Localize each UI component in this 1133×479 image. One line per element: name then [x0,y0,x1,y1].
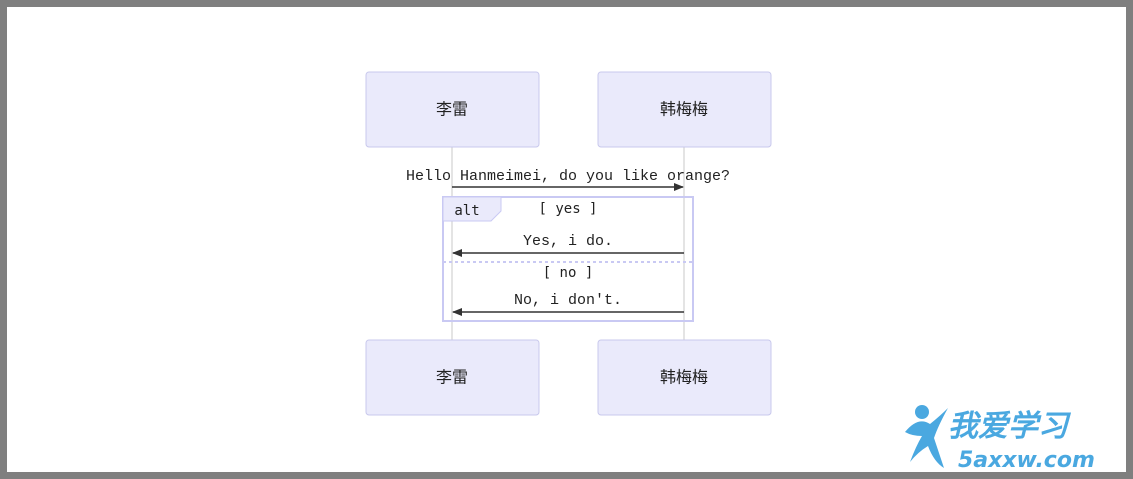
watermark: 我爱学习 5axxw.com [905,405,1095,473]
actor-bottom-lilei: 李雷 [365,339,540,416]
actor-label-hanmeimei-bottom: 韩梅梅 [660,368,708,387]
message-label-3: No, i don't. [514,292,622,309]
actor-top-lilei: 李雷 [365,71,540,148]
actor-top-hanmeimei: 韩梅梅 [597,71,772,148]
alt-condition-yes: [ yes ] [538,201,597,217]
alt-block: alt [ yes ] [ no ] [442,196,694,322]
actor-label-lilei-top: 李雷 [436,100,468,119]
alt-condition-no: [ no ] [543,265,594,281]
alt-label: alt [454,203,479,219]
watermark-figure-icon [905,405,948,468]
actor-label-lilei-bottom: 李雷 [436,368,468,387]
watermark-text: 我爱学习 [948,409,1072,444]
actor-bottom-hanmeimei: 韩梅梅 [597,339,772,416]
actor-label-hanmeimei-top: 韩梅梅 [660,100,708,119]
message-label-1: Hello Hanmeimei, do you like orange? [406,168,730,185]
message-label-2: Yes, i do. [523,233,613,250]
watermark-url: 5axxw.com [958,448,1095,473]
